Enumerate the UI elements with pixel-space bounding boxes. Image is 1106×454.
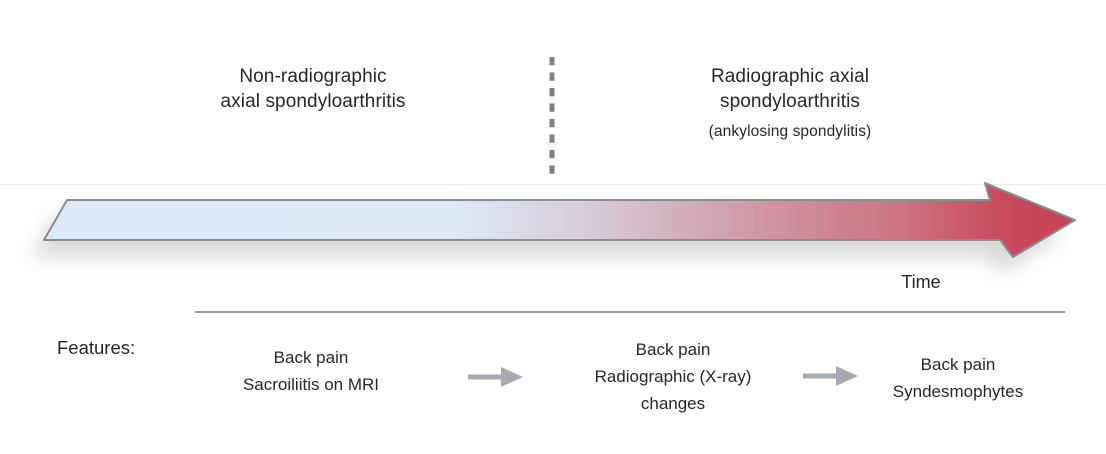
phase-label-line: Radiographic axial (710, 66, 870, 87)
feature-item-nonradiographic: Back pain Sacroiliitis on MRI (161, 344, 461, 398)
feature-item-syndesmophytes: Back pain Syndesmophytes (808, 351, 1106, 405)
timeline-arrow (43, 182, 1076, 258)
feature-line: changes (640, 394, 706, 413)
phase-label-nonradiographic: Non-radiographic axial spondyloarthritis (153, 64, 473, 114)
backdrop-edge-line (0, 184, 1106, 185)
feature-line: Syndesmophytes (892, 382, 1024, 401)
progression-arrow-icon (803, 366, 858, 386)
features-label: Features: (57, 337, 136, 358)
phase-label-radiographic: Radiographic axial spondyloarthritis (an… (630, 64, 950, 141)
phase-label-line: Non-radiographic (239, 66, 387, 87)
feature-line: Back pain (920, 355, 996, 374)
phase-label-line: axial spondyloarthritis (220, 91, 406, 112)
feature-item-radiographic: Back pain Radiographic (X-ray) changes (523, 336, 823, 417)
feature-line: Radiographic (X-ray) (594, 367, 752, 386)
feature-line: Sacroiliitis on MRI (242, 375, 380, 394)
phase-label-subtitle: (ankylosing spondylitis) (708, 123, 872, 140)
time-label: Time (901, 272, 941, 292)
phase-label-line: spondyloarthritis (719, 91, 861, 112)
progression-arrow-icon (468, 367, 523, 387)
feature-line: Back pain (635, 340, 711, 359)
feature-line: Back pain (273, 348, 349, 367)
